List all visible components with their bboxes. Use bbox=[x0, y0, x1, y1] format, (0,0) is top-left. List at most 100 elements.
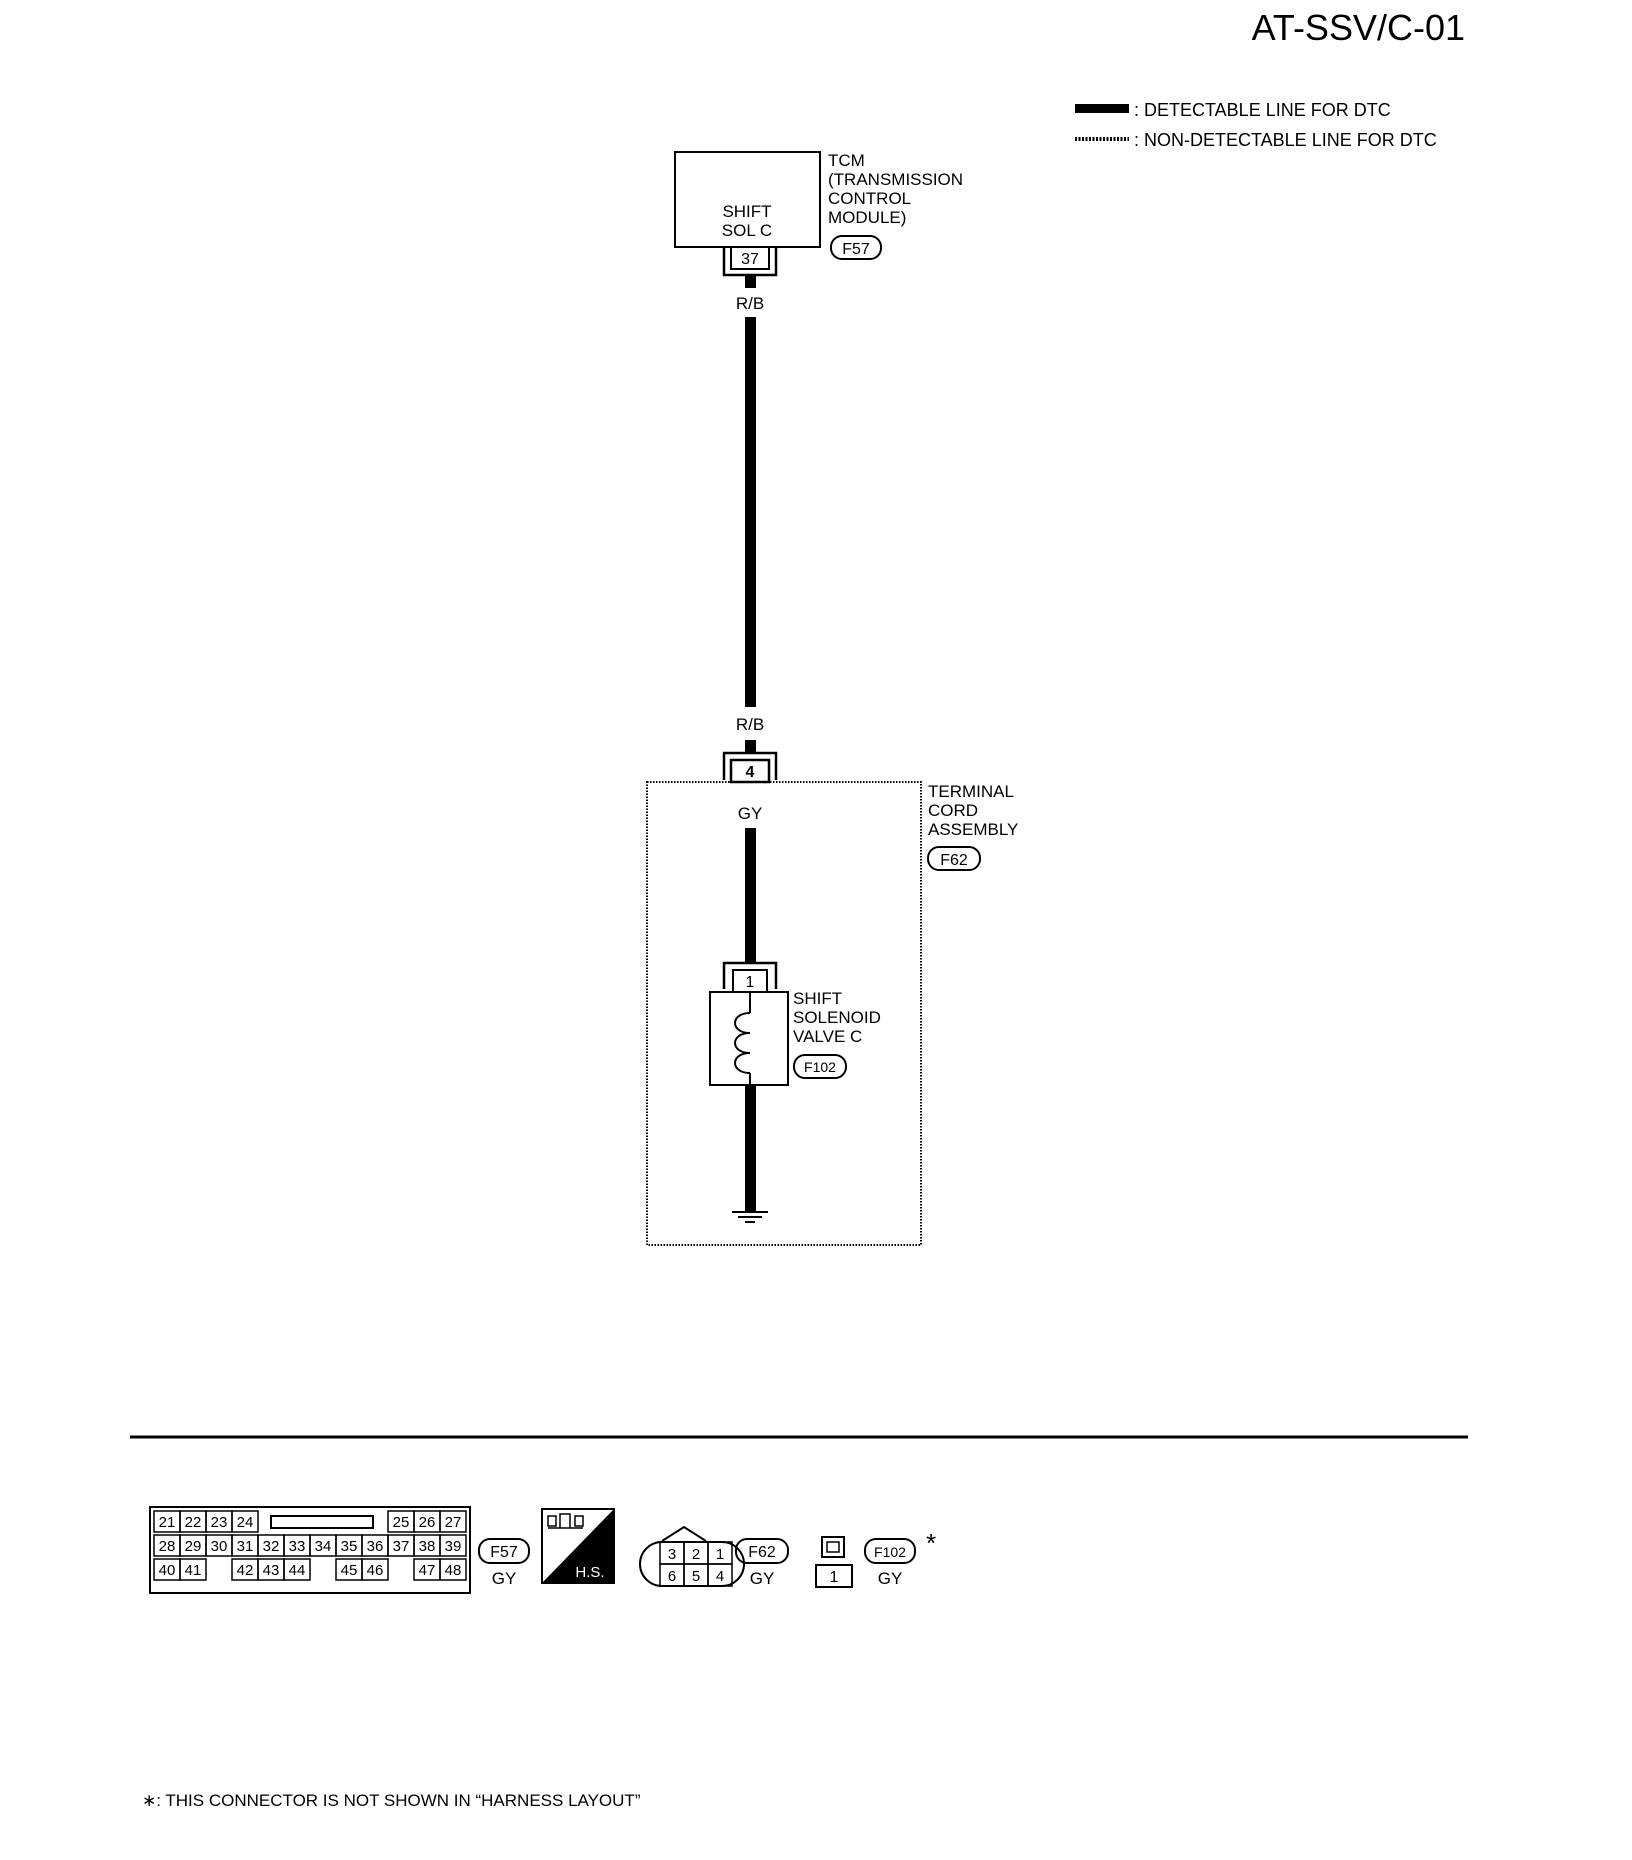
ground-icon bbox=[732, 1211, 768, 1223]
terminal-cord-name-2: CORD bbox=[928, 801, 978, 820]
legend-non-detectable-label: : NON-DETECTABLE LINE FOR DTC bbox=[1134, 130, 1437, 150]
legend-detectable-swatch bbox=[1075, 104, 1129, 113]
solenoid-name-3: VALVE C bbox=[793, 1027, 862, 1046]
shift-solenoid-valve-c: 1 SHIFT SOLENOID VALVE C F102 bbox=[709, 961, 881, 1223]
f57-view-color: GY bbox=[492, 1569, 517, 1588]
f62-pin-5: 5 bbox=[692, 1568, 700, 1585]
f57-pin-38: 38 bbox=[419, 1538, 436, 1555]
terminal-cord-name-1: TERMINAL bbox=[928, 782, 1014, 801]
f57-pin-32: 32 bbox=[263, 1538, 280, 1555]
f57-pin-47: 47 bbox=[419, 1562, 436, 1579]
tcm-pin-box bbox=[730, 246, 770, 270]
f57-view-label: F57 bbox=[490, 1544, 518, 1561]
f57-pin-43: 43 bbox=[263, 1562, 280, 1579]
terminal-cord-name-3: ASSEMBLY bbox=[928, 820, 1018, 839]
f102-asterisk: * bbox=[926, 1528, 936, 1558]
terminal-cord-assembly: 4 GY TERMINAL CORD ASSEMBLY F62 bbox=[646, 751, 1018, 1246]
solenoid-name-2: SOLENOID bbox=[793, 1008, 881, 1027]
hs-badge-text: H.S. bbox=[575, 1564, 604, 1581]
hs-badge-fill bbox=[542, 1509, 614, 1583]
f57-pin-24: 24 bbox=[237, 1514, 254, 1531]
footnote: ∗: THIS CONNECTOR IS NOT SHOWN IN “HARNE… bbox=[142, 1791, 641, 1810]
tcm-name-line-2: (TRANSMISSION bbox=[828, 170, 963, 189]
f62-view-badge bbox=[735, 1538, 789, 1564]
f57-pin-30: 30 bbox=[211, 1538, 228, 1555]
wire-stub-top bbox=[745, 275, 756, 288]
f57-pin-41: 41 bbox=[185, 1562, 202, 1579]
internal-wire-top bbox=[745, 828, 756, 963]
hs-badge: H.S. bbox=[541, 1508, 615, 1584]
tcm-inner-line-1: SHIFT bbox=[722, 202, 771, 221]
wire-color-internal: GY bbox=[738, 804, 763, 823]
f57-pin-41-cavity bbox=[179, 1558, 207, 1581]
harness-wire bbox=[745, 317, 756, 707]
wire-stub-bottom bbox=[745, 740, 756, 753]
f57-pin-39-cavity bbox=[439, 1534, 467, 1557]
f57-pin-31: 31 bbox=[237, 1538, 254, 1555]
f57-pin-48: 48 bbox=[445, 1562, 462, 1579]
f57-pin-40: 40 bbox=[159, 1562, 176, 1579]
solenoid-name-1: SHIFT bbox=[793, 989, 842, 1008]
f62-pin-3: 3 bbox=[668, 1546, 676, 1563]
f57-pin-24-cavity bbox=[231, 1510, 259, 1533]
f62-pin-4: 4 bbox=[716, 1568, 724, 1585]
f57-pin-42: 42 bbox=[237, 1562, 254, 1579]
tcm-connector-label: F57 bbox=[842, 241, 870, 258]
f102-view-label: F102 bbox=[874, 1544, 906, 1560]
tcm-connector-badge bbox=[830, 235, 882, 260]
f57-pin-46-cavity bbox=[361, 1558, 389, 1581]
tcm-block: SHIFT SOL C TCM (TRANSMISSION CONTROL MO… bbox=[674, 151, 963, 277]
legend: : DETECTABLE LINE FOR DTC : NON-DETECTAB… bbox=[1075, 100, 1437, 150]
f62-view-label: F62 bbox=[748, 1544, 776, 1561]
tcm-name-line-3: CONTROL bbox=[828, 189, 911, 208]
wire-color-bottom: R/B bbox=[736, 715, 764, 734]
f57-pin-27-cavity bbox=[439, 1510, 467, 1533]
terminal-cord-box bbox=[646, 781, 922, 1246]
f57-pin-34: 34 bbox=[315, 1538, 332, 1555]
f102-key bbox=[821, 1536, 845, 1558]
f57-pin-29: 29 bbox=[185, 1538, 202, 1555]
f57-view-badge bbox=[478, 1538, 530, 1564]
f62-key bbox=[661, 1525, 707, 1542]
f102-connector-view: 1 F102 * GY bbox=[815, 1528, 936, 1588]
tcm-name-line-4: MODULE) bbox=[828, 208, 906, 227]
f62-pin-1: 1 bbox=[716, 1546, 724, 1563]
f57-pin-23: 23 bbox=[211, 1514, 228, 1531]
tcm-inner-line-2: SOL C bbox=[722, 221, 772, 240]
internal-wire-bottom bbox=[745, 1085, 756, 1212]
f102-view-badge bbox=[864, 1538, 916, 1564]
f102-connector-badge bbox=[793, 1054, 847, 1079]
f62-pin-bracket bbox=[722, 751, 778, 780]
tcm-name-line-1: TCM bbox=[828, 151, 865, 170]
legend-detectable-label: : DETECTABLE LINE FOR DTC bbox=[1134, 100, 1391, 120]
f57-latch-slot bbox=[270, 1515, 374, 1529]
f102-connector-label: F102 bbox=[804, 1059, 836, 1075]
f57-pin-37: 37 bbox=[393, 1538, 410, 1555]
solenoid-pin-bracket bbox=[722, 961, 778, 989]
f62-pin-box bbox=[729, 758, 771, 784]
f62-view-color: GY bbox=[750, 1569, 775, 1588]
f57-pin-39: 39 bbox=[445, 1538, 462, 1555]
f57-pin-22: 22 bbox=[185, 1514, 202, 1531]
wire-color-top: R/B bbox=[736, 294, 764, 313]
hs-terminal-icon bbox=[547, 1513, 584, 1529]
f102-view-color: GY bbox=[878, 1569, 903, 1588]
f57-pin-28: 28 bbox=[159, 1538, 176, 1555]
solenoid-pin-number: 1 bbox=[746, 974, 755, 991]
f62-pin-2: 2 bbox=[692, 1546, 700, 1563]
f57-pin-36: 36 bbox=[367, 1538, 384, 1555]
f57-pin-35: 35 bbox=[341, 1538, 358, 1555]
f62-connector-badge bbox=[927, 846, 981, 871]
f62-connector-label: F62 bbox=[940, 852, 968, 869]
f57-pin-48-cavity bbox=[439, 1558, 467, 1581]
f102-pin-number: 1 bbox=[830, 1569, 839, 1586]
f102-pin-box bbox=[815, 1564, 853, 1588]
f57-pin-46: 46 bbox=[367, 1562, 384, 1579]
f57-pin-33: 33 bbox=[289, 1538, 306, 1555]
